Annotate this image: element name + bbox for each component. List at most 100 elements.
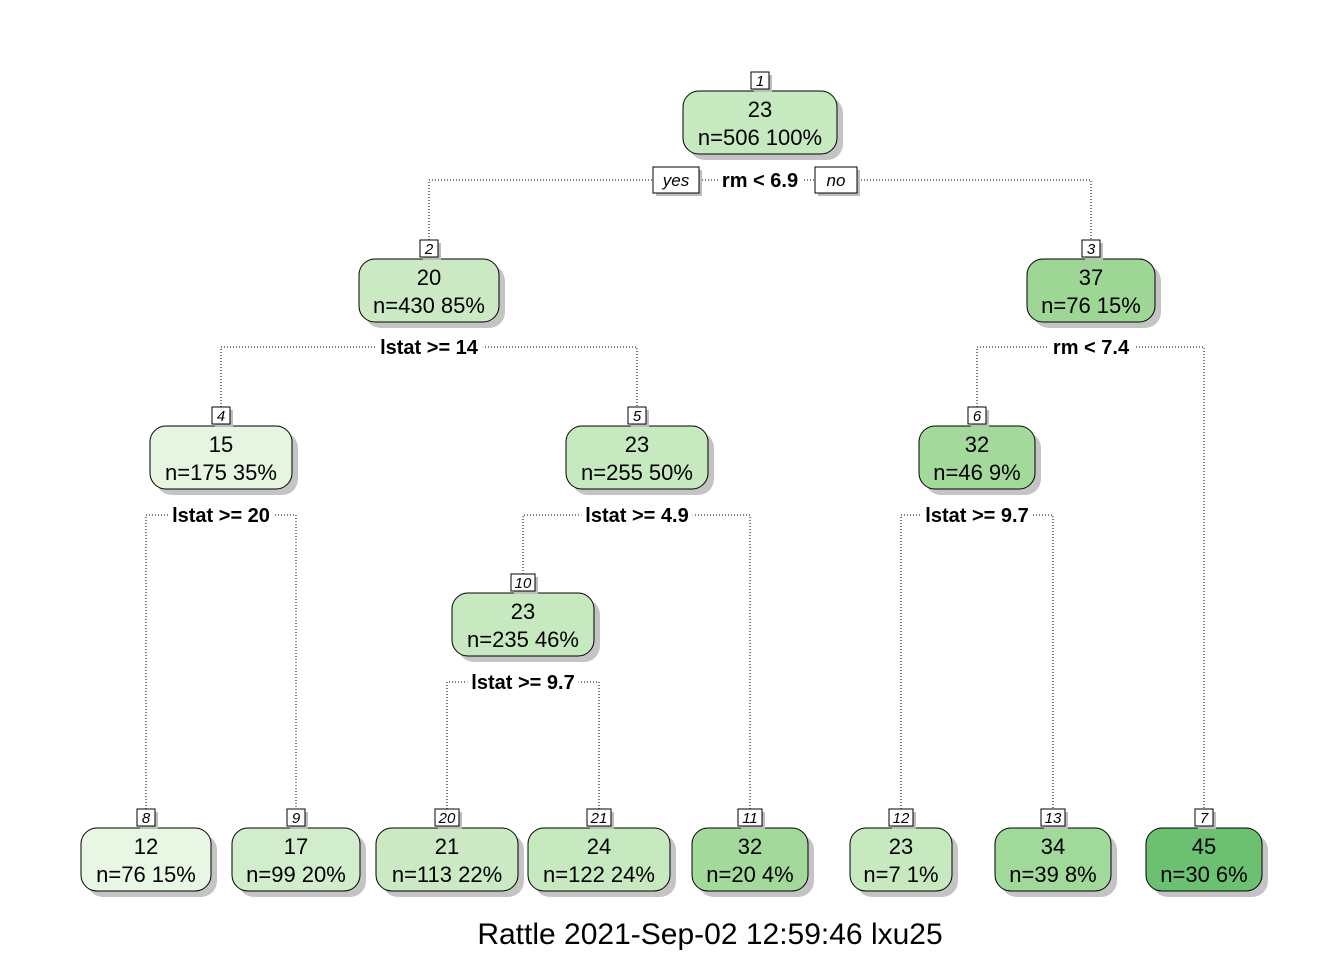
node-number: 10: [515, 575, 532, 592]
node-stats: n=255 50%: [581, 460, 693, 485]
node-stats: n=235 46%: [467, 627, 579, 652]
node-number: 9: [292, 810, 301, 827]
tree-edge: [900, 514, 1054, 818]
tree-node: 12 23 n=7 1%: [849, 808, 958, 897]
tree-node: 7 45 n=30 6%: [1145, 808, 1268, 897]
tree-edge: [976, 346, 1205, 818]
node-value: 32: [738, 834, 762, 859]
node-value: 21: [435, 834, 459, 859]
node-number: 12: [893, 810, 910, 827]
split-condition: lstat >= 20: [168, 505, 274, 527]
node-value: 45: [1192, 834, 1216, 859]
split-label-bg: [921, 505, 1033, 527]
node-number: 8: [142, 810, 151, 827]
split-label: rm < 7.4: [1053, 337, 1130, 359]
tree-node: 20 21 n=113 22%: [375, 808, 524, 897]
node-value: 32: [965, 432, 989, 457]
node-number: 20: [438, 810, 456, 827]
node-value: 20: [417, 265, 441, 290]
node-number-box: [750, 71, 770, 90]
node-value: 23: [748, 97, 772, 122]
tree-node: 4 15 n=175 35%: [149, 406, 298, 495]
split-label: rm < 6.9: [722, 170, 798, 192]
node-stats: n=430 85%: [373, 293, 485, 318]
split-condition: lstat >= 9.7: [467, 672, 579, 694]
split-label: lstat >= 14: [380, 337, 479, 359]
no-label: no: [814, 166, 860, 196]
tree-node: 9 17 n=99 20%: [231, 808, 366, 897]
yes-label-box: [652, 166, 700, 194]
node-value: 15: [209, 432, 233, 457]
tree-node: 11 32 n=20 4%: [691, 808, 814, 897]
node-number-box: [286, 808, 306, 827]
tree-edge: [446, 681, 600, 818]
split-label-bg: [717, 170, 803, 192]
split-label-bg: [467, 672, 579, 694]
node-stats: n=30 6%: [1160, 862, 1247, 887]
node-stats: n=76 15%: [96, 862, 196, 887]
caption: Rattle 2021-Sep-02 12:59:46 lxu25: [477, 918, 943, 951]
split-label: lstat >= 9.7: [925, 505, 1028, 527]
node-value: 24: [587, 834, 611, 859]
yes-label: yes: [652, 166, 702, 196]
split-label-bg: [581, 505, 693, 527]
node-stats: n=506 100%: [698, 125, 822, 150]
split-condition: rm < 6.9: [717, 170, 803, 192]
node-value: 37: [1079, 265, 1103, 290]
node-number: 11: [742, 810, 758, 827]
node-number: 3: [1087, 241, 1096, 258]
node-stats: n=113 22%: [392, 862, 502, 887]
split-label-bg: [168, 505, 274, 527]
node-stats: n=175 35%: [165, 460, 277, 485]
node-number-box: [1040, 808, 1066, 827]
node-value: 23: [889, 834, 913, 859]
node-value: 34: [1041, 834, 1065, 859]
node-number-box: [419, 239, 439, 258]
split-label: lstat >= 4.9: [585, 505, 688, 527]
split-condition: lstat >= 4.9: [581, 505, 693, 527]
split-label-bg: [376, 337, 483, 359]
node-value: 23: [511, 599, 535, 624]
node-number-box: [434, 808, 460, 827]
node-stats: n=20 4%: [706, 862, 793, 887]
node-value: 17: [284, 834, 308, 859]
node-value: 12: [134, 834, 158, 859]
node-number: 2: [424, 241, 434, 258]
node-number-box: [510, 573, 536, 592]
node-number-box: [737, 808, 763, 827]
tree-node: 2 20 n=430 85%: [358, 239, 505, 328]
split-condition: rm < 7.4: [1048, 337, 1134, 359]
node-number: 1: [756, 73, 764, 90]
node-number-box: [1194, 808, 1214, 827]
tree-node: 5 23 n=255 50%: [565, 406, 714, 495]
no-label-box: [814, 166, 858, 194]
tree-node: 8 12 n=76 15%: [80, 808, 217, 897]
node-stats: n=122 24%: [543, 862, 655, 887]
tree-node: 10 23 n=235 46%: [451, 573, 600, 662]
node-number: 5: [633, 408, 642, 425]
node-number: 21: [590, 810, 608, 827]
node-stats: n=7 1%: [863, 862, 938, 887]
node-number-box: [136, 808, 156, 827]
node-number: 13: [1045, 810, 1062, 827]
tree-edge: [145, 514, 297, 818]
tree-edge: [522, 514, 751, 818]
split-label: lstat >= 9.7: [471, 672, 574, 694]
node-number-box: [627, 406, 647, 425]
node-stats: n=99 20%: [246, 862, 346, 887]
no-label-text: no: [827, 171, 846, 190]
split-label-bg: [1048, 337, 1134, 359]
tree-node: 21 24 n=122 24%: [527, 808, 676, 897]
yes-label-text: yes: [662, 171, 690, 190]
node-number: 6: [973, 408, 982, 425]
node-number: 7: [1200, 810, 1209, 827]
split-label: lstat >= 20: [172, 505, 270, 527]
node-number-box: [586, 808, 612, 827]
node-number: 4: [217, 408, 225, 425]
split-condition: lstat >= 14: [376, 337, 483, 359]
node-number-box: [211, 406, 231, 425]
node-value: 23: [625, 432, 649, 457]
